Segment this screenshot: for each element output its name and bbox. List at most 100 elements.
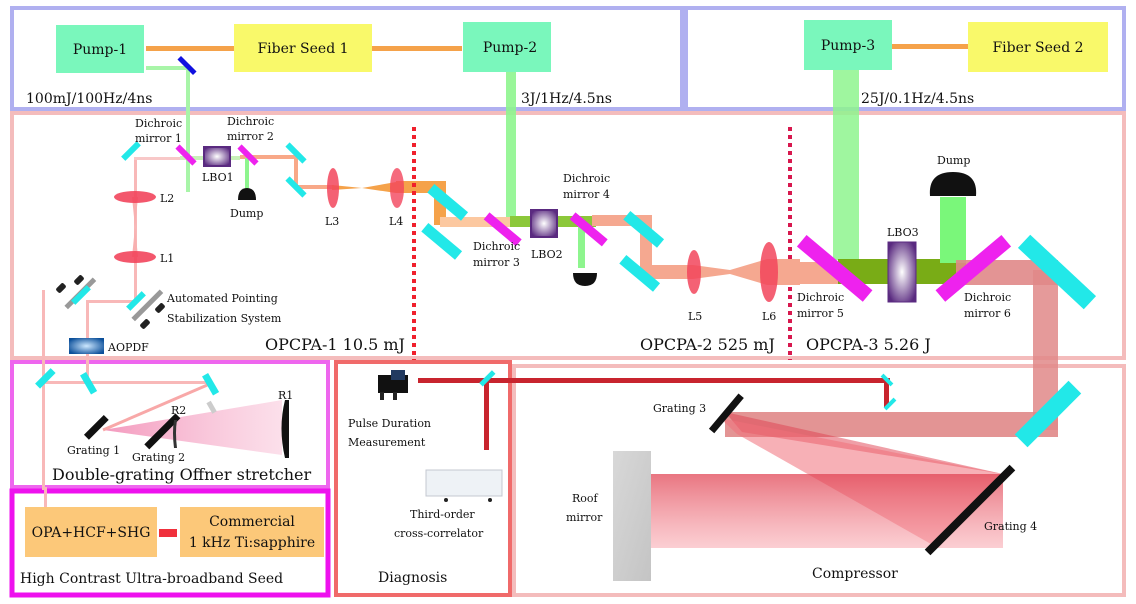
opcpa2-out-1 (592, 215, 652, 226)
compressor-panel (512, 364, 1126, 597)
grating2-label: Grating 2 (132, 451, 185, 464)
lens-l5 (687, 250, 701, 294)
dm5-label-1: Dichroic (797, 291, 844, 304)
l1-l2-focus (132, 197, 138, 227)
pdm-label-2: Measurement (348, 436, 426, 449)
stretcher-mirror-2 (80, 371, 98, 395)
comp-input-mirror (1014, 380, 1082, 448)
xcorr-label-2: cross-correlator (394, 527, 484, 540)
dump1-label: Dump (230, 207, 263, 220)
dm4-label-1: Dichroic (563, 172, 610, 185)
mirror-fold-1a (285, 142, 307, 164)
stretcher-panel (10, 360, 330, 489)
stretcher-mirror-1 (35, 368, 56, 389)
stretcher-diag-beam (102, 381, 213, 432)
dump1-beam (245, 158, 249, 192)
pump2-beam (506, 72, 516, 222)
dm1-label-1: Dichroic (135, 117, 182, 130)
pump-panel-right (684, 6, 1126, 111)
lbo2-crystal (530, 209, 558, 238)
idler-path-3 (294, 185, 334, 189)
pump2-box (463, 22, 551, 72)
aopdf-label: AOPDF (107, 341, 149, 354)
pump1-label: Pump-1 (73, 42, 127, 58)
r2-label: R2 (171, 404, 186, 417)
mirror-fold-3b (619, 255, 661, 292)
idler-path-2 (294, 155, 298, 189)
dm3-label-1: Dichroic (473, 240, 520, 253)
lens-l4-label: L4 (389, 215, 403, 228)
comp-small-mirror-a (880, 373, 894, 387)
grating4-label: Grating 4 (984, 520, 1037, 533)
grating-4 (924, 464, 1016, 556)
comp-roof-beam (650, 474, 1003, 548)
dump1 (238, 188, 256, 200)
roof-label-1: Roof (572, 492, 599, 505)
ti-sapphire-label-1: Commercial (209, 514, 295, 530)
stretcher-pickoff (206, 400, 217, 414)
lens-l2-label: L2 (160, 192, 174, 205)
diag-beam-v (484, 380, 489, 450)
lbo2-label: LBO2 (531, 248, 563, 261)
mirror-fold-4 (1017, 234, 1097, 310)
post-l4-beam (396, 181, 440, 193)
seed-path-v-left (42, 290, 45, 490)
seed-up-beam (44, 487, 47, 509)
diagnosis-panel (334, 360, 512, 597)
pump3-spec: 25J/0.1Hz/4.5ns (861, 91, 974, 107)
seed2-label: Fiber Seed 2 (992, 40, 1083, 56)
aps-stage-right (126, 289, 165, 329)
dm2-label-1: Dichroic (227, 115, 274, 128)
ti-sapphire-box (180, 507, 324, 557)
dichroic-mirror-6 (935, 234, 1012, 302)
dm1-label-2: mirror 1 (135, 132, 182, 145)
dump2 (573, 273, 597, 286)
seed-path-up (134, 158, 137, 302)
pump1-beam-h (146, 66, 190, 70)
seed-link-3 (892, 44, 968, 49)
pump1-box (56, 25, 144, 73)
mirror-fold-2a (427, 184, 469, 221)
pump3-label: Pump-3 (821, 38, 875, 54)
stretcher-mirror-3 (202, 372, 220, 396)
grating1-label: Grating 1 (67, 444, 120, 457)
comp-small-mirror-b (883, 397, 897, 411)
lens-l5-label: L5 (688, 310, 702, 323)
seed-link-2 (370, 46, 462, 51)
dichroic-mirror-5 (796, 234, 873, 302)
pump3-beam (833, 70, 859, 260)
grating-3 (708, 393, 744, 434)
aopdf-device (69, 338, 104, 354)
mirror-fold-1b (285, 176, 307, 198)
dm6-label-1: Dichroic (964, 291, 1011, 304)
seed-title: High Contrast Ultra-broadband Seed (20, 571, 283, 587)
seed-link-1 (146, 46, 236, 51)
roof-mirror (613, 451, 651, 581)
lens-l6 (760, 242, 778, 302)
pump1-spec: 100mJ/100Hz/4ns (26, 91, 152, 107)
diag-pickoff-mirror (479, 370, 496, 387)
dichroic-mirror-4 (569, 212, 608, 247)
lens-l2 (114, 191, 156, 203)
r2-mirror (173, 420, 177, 448)
lbo1-label: LBO1 (202, 171, 234, 184)
lens-l6-label: L6 (762, 310, 776, 323)
seed1-label: Fiber Seed 1 (257, 41, 348, 57)
stretcher-title: Double-grating Offner stretcher (52, 465, 312, 484)
stretcher-fan (103, 400, 282, 455)
pump3-box (804, 20, 892, 70)
diag-beam-h (418, 378, 890, 383)
cross-correlator-device (425, 469, 503, 502)
lens-l4 (390, 168, 404, 208)
grating-2 (144, 413, 181, 450)
opcpa2-title: OPCPA-2 525 mJ (640, 335, 775, 354)
opcpa3-title: OPCPA-3 5.26 J (806, 335, 931, 354)
seed1-box (234, 24, 372, 72)
dump3-beam (940, 197, 966, 263)
mirror-fold-3a (623, 211, 665, 248)
dm3-label-2: mirror 3 (473, 256, 520, 269)
l3-l4-beam (332, 182, 396, 193)
dichroic-mirror-3 (483, 212, 522, 247)
lens-l3-label: L3 (325, 215, 339, 228)
opcpa1-title: OPCPA-1 10.5 mJ (265, 335, 405, 354)
